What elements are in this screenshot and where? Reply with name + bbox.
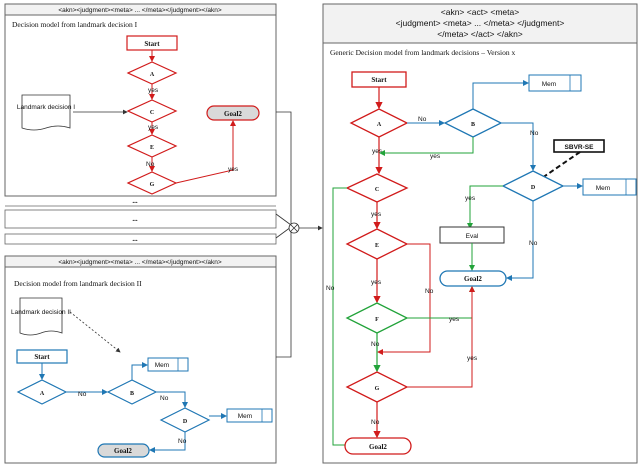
right-header-line2: <judgment> <meta> ... </meta> </judgment… — [396, 18, 565, 28]
merge-connectors — [275, 111, 323, 358]
left-bottom-header-text: <akn><judgment><meta> ... </meta></judgm… — [58, 259, 222, 266]
doc-label: Landmark decision I — [17, 104, 75, 111]
r-edge-yes-a: yes — [372, 148, 383, 155]
r-sbvr-label: SBVR-SE — [565, 144, 595, 151]
left-bottom-header — [4, 255, 277, 268]
left-bottom-title: Decision model from landmark decision II — [14, 279, 142, 288]
lb-a-label: A — [40, 391, 45, 397]
lb-goal-label: Goal2 — [114, 447, 132, 455]
lt-g-label: G — [150, 182, 155, 188]
ellipsis-1: ... — [132, 197, 138, 205]
lb-mem2-node — [226, 408, 273, 423]
left-top-header — [4, 3, 277, 16]
lt-edge-yes3: yes — [228, 166, 239, 173]
r-edge-yes-g: yes — [467, 355, 478, 362]
right-panel: <akn> <act> <meta> <judgment> <meta> ...… — [322, 3, 638, 464]
r-edge-yes-b: yes — [430, 153, 441, 160]
r-edge-no-c: No — [326, 285, 335, 292]
lb-start-label: Start — [34, 353, 50, 361]
r-c-label: C — [375, 187, 379, 193]
right-title: Generic Decision model from landmark dec… — [330, 48, 515, 57]
lb-mem2-label: Mem — [238, 413, 252, 420]
lt-goal-label: Goal2 — [224, 110, 242, 118]
lt-edge-yes1: yes — [148, 87, 159, 94]
lt-edge-no: No — [146, 161, 155, 168]
r-edge-no-b: No — [530, 130, 539, 137]
lb-d-label: D — [183, 419, 188, 425]
right-header-line3: </meta> </act> </akn> — [437, 29, 523, 39]
lb-decision-b — [106, 379, 158, 405]
lt-start-label: Start — [144, 40, 160, 48]
r-d-label: D — [531, 185, 536, 191]
lb-edge-no1: No — [78, 391, 87, 398]
r-e-label: E — [375, 243, 379, 249]
doc-2-label: Landmark decision II — [11, 309, 71, 316]
r-goal-mid-label: Goal2 — [464, 275, 482, 283]
r-edge-no-ab: No — [418, 116, 427, 123]
r-mem2-label: Mem — [596, 185, 610, 192]
r-g-label: G — [375, 386, 380, 392]
left-top-panel: <akn><judgment><meta> ... </meta></judgm… — [4, 3, 277, 197]
r-mem1-node — [528, 74, 582, 92]
lt-e-label: E — [150, 145, 154, 151]
ellipsis-3: ... — [132, 235, 138, 243]
r-edge-no-g: No — [371, 419, 380, 426]
r-edge-no-f: No — [371, 341, 380, 348]
lt-decision-g — [126, 171, 178, 195]
landmark-doc-icon — [21, 94, 71, 131]
ellipsis-rows: ... ... ... — [4, 197, 277, 245]
left-bottom-panel: <akn><judgment><meta> ... </meta></judgm… — [4, 255, 277, 464]
lt-goal-node — [206, 105, 260, 121]
r-b-label: B — [471, 122, 475, 128]
r-edge-yes-c: yes — [371, 211, 382, 218]
lb-edge-no3: No — [178, 438, 187, 445]
r-mem2-node — [582, 178, 637, 196]
r-f-label: F — [375, 317, 379, 323]
r-start-label: Start — [371, 76, 387, 84]
lb-decision-a — [16, 379, 68, 405]
lb-goal-node — [97, 443, 150, 458]
r-a-label: A — [377, 122, 382, 128]
r-edge-no-e: No — [425, 288, 434, 295]
landmark-doc-2-icon — [19, 297, 63, 336]
r-eval-label: Eval — [466, 233, 479, 240]
lb-edge-no2: No — [160, 395, 169, 402]
r-goal-bottom-node — [344, 437, 412, 455]
r-goal-bottom-label: Goal2 — [369, 443, 387, 451]
r-mem1-label: Mem — [542, 81, 556, 88]
lt-a-label: A — [150, 72, 155, 78]
left-top-header-text: <akn><judgment><meta> ... </meta></judgm… — [58, 7, 222, 14]
r-edge-yes-f: yes — [449, 316, 460, 323]
r-edge-no-d: No — [529, 240, 538, 247]
right-header — [322, 3, 638, 44]
r-edge-yes-e: yes — [371, 279, 382, 286]
lb-b-label: B — [130, 391, 134, 397]
left-top-title: Decision model from landmark decision I — [12, 20, 138, 29]
r-edge-yes-d: yes — [465, 195, 476, 202]
lb-mem1-label: Mem — [155, 362, 169, 369]
lt-c-label: C — [150, 110, 154, 116]
lt-edge-yes2: yes — [148, 124, 159, 131]
right-header-line1: <akn> <act> <meta> — [441, 7, 519, 17]
ellipsis-2: ... — [132, 215, 138, 223]
